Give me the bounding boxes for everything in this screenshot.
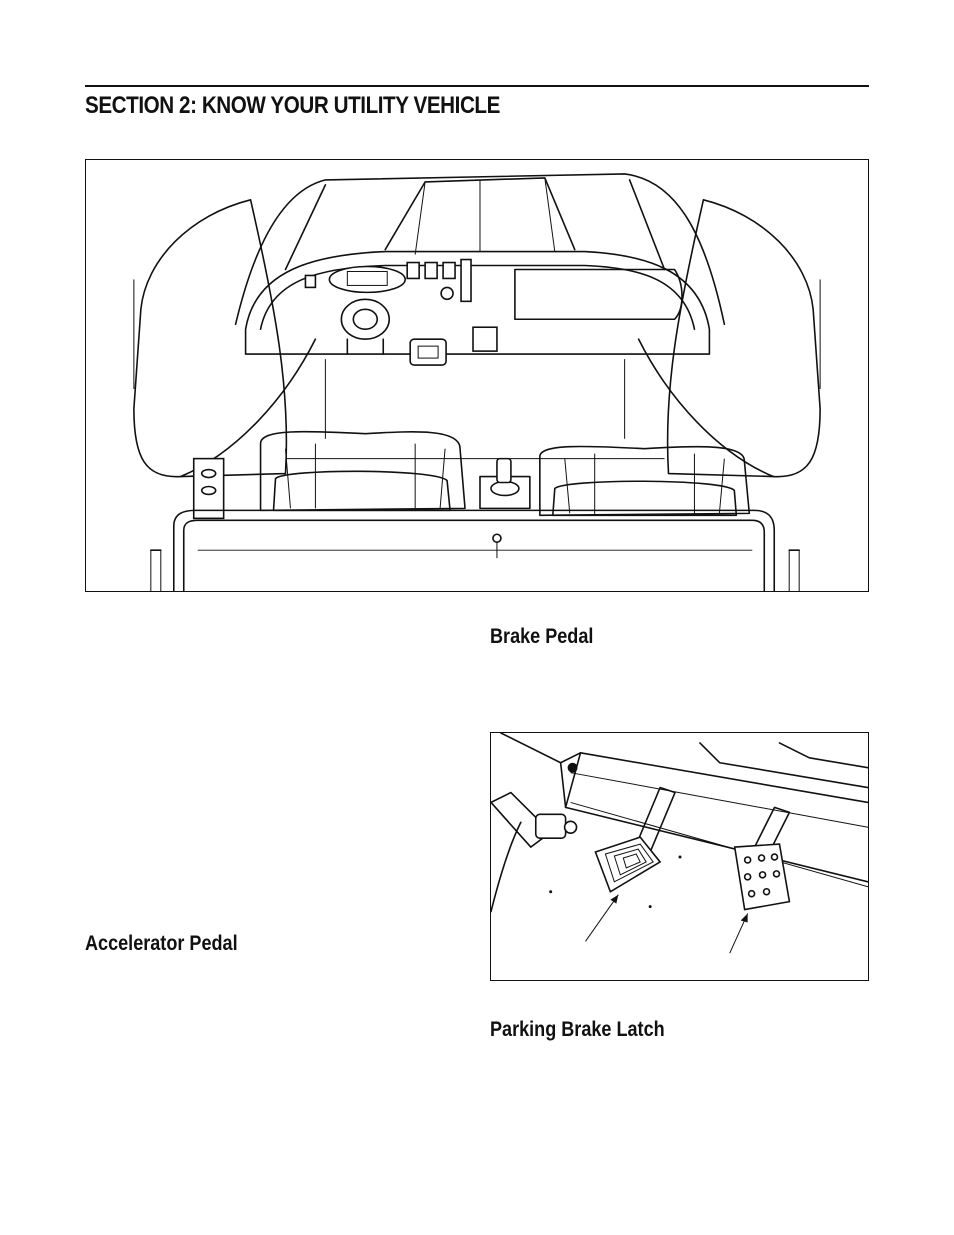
brake-pedal-heading: Brake Pedal xyxy=(490,625,594,648)
dashboard-illustration xyxy=(85,159,869,592)
dashboard-drawing xyxy=(133,173,821,591)
accelerator-pedal-heading: Accelerator Pedal xyxy=(85,932,238,955)
section-title: SECTION 2: KNOW YOUR UTILITY VEHICLE xyxy=(85,92,500,119)
pedals-drawing xyxy=(491,733,868,954)
pedals-illustration xyxy=(490,732,869,981)
header-rule xyxy=(85,85,869,87)
parking-brake-latch-heading: Parking Brake Latch xyxy=(490,1018,665,1041)
